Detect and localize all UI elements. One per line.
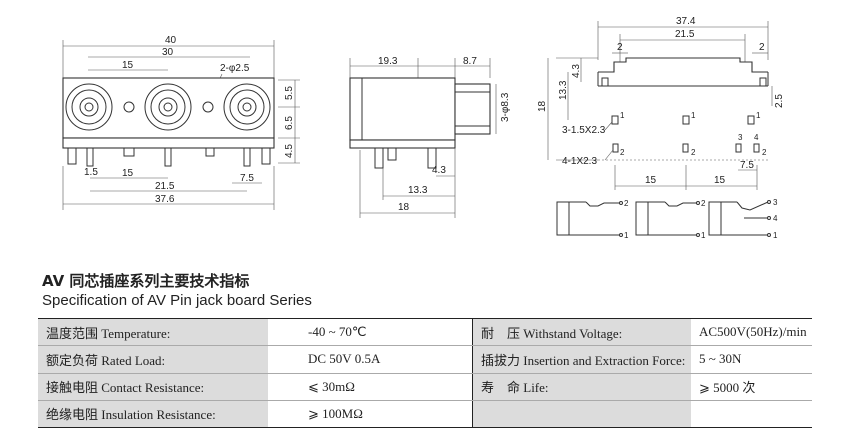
spec-value [691, 400, 812, 429]
pcb-dim-pad3: 3-1.5X2.3 [562, 125, 606, 136]
pcb-pin-3c: 3 [738, 133, 743, 142]
spec-value: AC500V(50Hz)/min [691, 317, 812, 347]
side-dim-19.3: 19.3 [378, 56, 398, 67]
title-english: Specification of AV Pin jack board Serie… [42, 292, 312, 309]
sch1-pin-1: 1 [624, 231, 629, 240]
table-row: 额定负荷 Rated Load: DC 50V 0.5A 插拔力 Inserti… [38, 345, 812, 374]
pcb-pin-1c: 1 [756, 111, 761, 120]
pcb-view: 37.4 21.5 2 2 18 13.3 4.3 2.5 [537, 16, 785, 190]
front-dim-30: 30 [162, 47, 174, 58]
pcb-dim-2.5: 2.5 [774, 94, 785, 108]
front-dim-5.5: 5.5 [284, 86, 295, 100]
side-dim-18: 18 [398, 202, 410, 213]
technical-drawings: 40 30 15 2-φ2.5 [62, 16, 785, 240]
table-row: 温度范围 Temperature: -40 ~ 70℃ 耐 压 Withstan… [38, 317, 812, 347]
pcb-dim-37.4: 37.4 [676, 16, 696, 27]
front-dim-1.5: 1.5 [84, 167, 98, 178]
title-chinese: AV 同芯插座系列主要技术指标 [42, 272, 250, 290]
pcb-dim-15-a: 15 [645, 175, 657, 186]
spec-label: 温度范围 Temperature: [38, 317, 268, 347]
front-dim-15-bottom: 15 [122, 168, 134, 179]
pcb-dim-2-right: 2 [759, 42, 765, 53]
sch2-pin-1: 1 [701, 231, 706, 240]
pcb-dim-7.5: 7.5 [740, 160, 754, 171]
front-dim-21.5: 21.5 [155, 181, 175, 192]
spec-value: 5 ~ 30N [691, 345, 812, 374]
spec-label: 寿 命 Life: [472, 373, 691, 401]
spec-table: 温度范围 Temperature: -40 ~ 70℃ 耐 压 Withstan… [38, 317, 812, 429]
sch2-pin-2: 2 [701, 199, 706, 208]
side-dim-4.3: 4.3 [432, 165, 446, 176]
spec-value: ⩾ 100MΩ [268, 400, 473, 429]
front-dim-7.5: 7.5 [240, 173, 254, 184]
front-dim-37.6: 37.6 [155, 194, 175, 205]
pcb-pin-1a: 1 [620, 111, 625, 120]
front-view: 40 30 15 2-φ2.5 [62, 35, 300, 210]
sch3-pin-3: 3 [773, 198, 778, 207]
pcb-pin-2c: 2 [762, 148, 767, 157]
spec-label [472, 400, 691, 429]
spec-label: 额定负荷 Rated Load: [38, 345, 268, 374]
pcb-dim-4.3: 4.3 [571, 64, 582, 78]
front-dim-15-top: 15 [122, 60, 134, 71]
side-dim-13.3: 13.3 [408, 185, 428, 196]
table-row: 绝缘电阻 Insulation Resistance: ⩾ 100MΩ [38, 400, 812, 429]
spec-label: 绝缘电阻 Insulation Resistance: [38, 400, 268, 429]
table-row: 接触电阻 Contact Resistance: ⩽ 30mΩ 寿 命 Life… [38, 373, 812, 401]
pcb-pin-1b: 1 [691, 111, 696, 120]
schematics: 2 1 2 1 3 4 1 [556, 198, 778, 240]
spec-label: 接触电阻 Contact Resistance: [38, 373, 268, 401]
spec-value: ⩾ 5000 次 [691, 373, 812, 401]
front-dim-6.5: 6.5 [284, 116, 295, 130]
sch1-pin-2: 2 [624, 199, 629, 208]
spec-value: -40 ~ 70℃ [268, 317, 473, 347]
side-view: 19.3 8.7 3-φ8.3 4.3 13.3 18 [349, 56, 511, 218]
pcb-dim-15-b: 15 [714, 175, 726, 186]
spec-label: 插拔力 Insertion and Extraction Force: [472, 345, 691, 374]
side-dim-8.7: 8.7 [463, 56, 477, 67]
sch3-pin-4: 4 [773, 214, 778, 223]
sch3-pin-1: 1 [773, 231, 778, 240]
pcb-dim-21.5: 21.5 [675, 29, 695, 40]
spec-label: 耐 压 Withstand Voltage: [472, 317, 691, 347]
pcb-pin-2b: 2 [691, 148, 696, 157]
spec-value: DC 50V 0.5A [268, 345, 473, 374]
front-dim-40: 40 [165, 35, 177, 46]
side-dim-8.3: 3-φ8.3 [500, 92, 511, 122]
pcb-pin-2a: 2 [620, 148, 625, 157]
spec-value: ⩽ 30mΩ [268, 373, 473, 401]
front-dim-hole: 2-φ2.5 [220, 63, 250, 74]
pcb-dim-18: 18 [537, 100, 548, 112]
pcb-dim-13.3: 13.3 [558, 80, 569, 100]
front-dim-4.5: 4.5 [284, 144, 295, 158]
pcb-dim-2-left: 2 [617, 42, 623, 53]
pcb-dim-pad4: 4-1X2.3 [562, 156, 597, 167]
pcb-pin-4c: 4 [754, 133, 759, 142]
